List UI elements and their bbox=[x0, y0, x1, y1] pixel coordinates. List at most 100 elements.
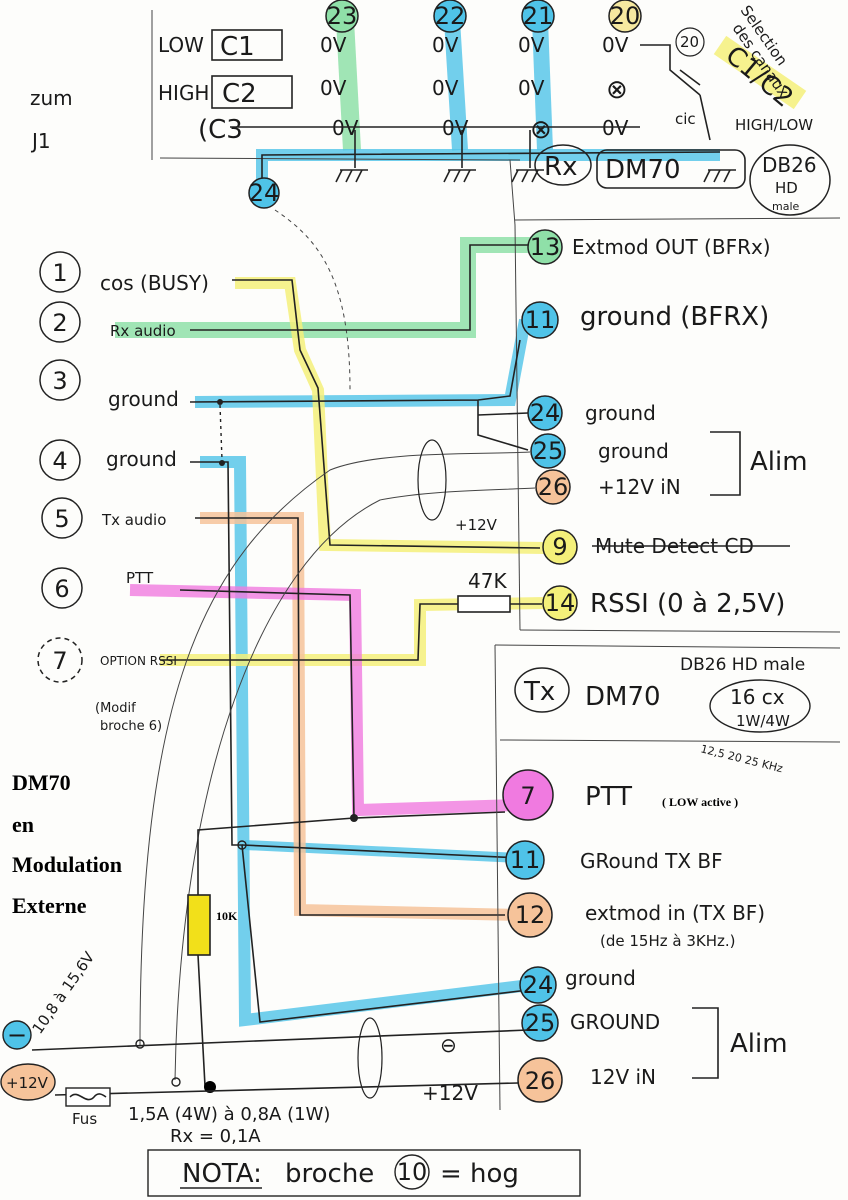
power-minus-terminal: − bbox=[2, 1020, 32, 1050]
pin-20-small: 20 bbox=[675, 27, 705, 57]
junction-tx-ground bbox=[237, 840, 247, 850]
wire-10k bbox=[197, 817, 355, 1087]
j1-pin-3: 3 bbox=[39, 359, 81, 401]
val-r1c4: 0V bbox=[602, 33, 629, 57]
rx-alim-label: Alim bbox=[750, 447, 808, 477]
j1-pin-1-label: cos (BUSY) bbox=[100, 271, 209, 295]
plus-bus-label: +12V bbox=[422, 1081, 478, 1105]
j1-pin-7-label: OPTION RSSI bbox=[100, 654, 177, 668]
row-label-c3: (C3 bbox=[198, 115, 243, 145]
val-r3c3: ⊗ bbox=[530, 115, 552, 145]
rx-alim-bracket bbox=[710, 431, 741, 496]
tx-block-left-edge bbox=[494, 644, 501, 1111]
nota-text-before: broche bbox=[285, 1159, 374, 1189]
j1-pin-3-label: ground bbox=[108, 387, 179, 411]
cic-label: cic bbox=[675, 110, 696, 128]
j1-pin-6-label: PTT bbox=[126, 569, 154, 587]
j1-pin-5-label: Tx audio bbox=[101, 511, 166, 529]
wire-ground3 bbox=[189, 339, 529, 451]
rx-pin-14: 14 bbox=[542, 585, 578, 621]
rx-pin-24-label: ground bbox=[585, 401, 656, 425]
top-pin-22: 22 bbox=[433, 0, 467, 33]
svg-text:10: 10 bbox=[397, 1158, 428, 1186]
svg-text:25: 25 bbox=[533, 437, 564, 465]
j1-pin-4: 4 bbox=[39, 439, 81, 481]
rx-power-twist bbox=[417, 439, 447, 521]
rx-pin-14-label: RSSI (0 à 2,5V) bbox=[590, 589, 785, 619]
top-ground-bus bbox=[261, 151, 721, 180]
val-r2c1: 0V bbox=[320, 76, 347, 100]
val-r3c4: 0V bbox=[602, 116, 629, 140]
svg-text:22: 22 bbox=[435, 2, 466, 30]
wire-ptt bbox=[179, 589, 506, 819]
val-r2c3: 0V bbox=[518, 76, 545, 100]
svg-text:−: − bbox=[7, 1021, 27, 1049]
rx-block-label: Rx bbox=[534, 144, 592, 186]
tx-block-divider bbox=[499, 739, 841, 743]
top-pin-20: 20 bbox=[608, 0, 642, 33]
pink-highlight-ptt bbox=[129, 584, 516, 817]
nota-text-after: = hog bbox=[440, 1159, 519, 1189]
rx-pin-11: 11 bbox=[521, 301, 559, 339]
wire-tx-audio bbox=[195, 517, 505, 916]
junction-ground3 bbox=[217, 399, 223, 405]
wire-rx-power-minus bbox=[139, 451, 531, 1046]
svg-text:1: 1 bbox=[52, 259, 67, 287]
junction-ground4 bbox=[219, 460, 225, 466]
svg-text:7: 7 bbox=[52, 647, 67, 675]
svg-text:5: 5 bbox=[54, 505, 69, 533]
tx-pin-24-label: ground bbox=[565, 966, 636, 990]
box-c1 bbox=[211, 29, 283, 61]
tx-pin-26: 26 bbox=[517, 1057, 563, 1103]
rx-current-label: Rx = 0,1A bbox=[170, 1126, 261, 1147]
svg-text:24: 24 bbox=[530, 399, 561, 427]
val-r2c2: 0V bbox=[432, 76, 459, 100]
resistor-10k bbox=[187, 894, 211, 956]
tx-pin-11-label: GRound TX BF bbox=[580, 849, 723, 873]
yellow-highlight-c1c2 bbox=[713, 35, 807, 110]
svg-text:11: 11 bbox=[525, 306, 556, 334]
svg-text:11: 11 bbox=[510, 846, 541, 874]
row-label-low: LOW bbox=[158, 33, 204, 57]
j1-pin-2-label: Rx audio bbox=[110, 322, 176, 340]
rx-model-frame bbox=[596, 149, 746, 189]
rx-block-bottom-edge bbox=[519, 629, 841, 633]
svg-text:2: 2 bbox=[52, 309, 67, 337]
tx-block-top-edge bbox=[494, 644, 841, 649]
fuse-symbol bbox=[65, 1087, 111, 1107]
power-range: 10,8 à 15,6V bbox=[29, 948, 99, 1037]
tx-pin-24: 24 bbox=[519, 966, 557, 1004]
minus-bus-symbol: ⊖ bbox=[440, 1033, 457, 1057]
svg-text:24: 24 bbox=[249, 179, 280, 207]
svg-text:20: 20 bbox=[610, 2, 641, 30]
tx-model: DM70 bbox=[585, 682, 661, 712]
val-r1c1: 0V bbox=[320, 33, 347, 57]
val-r2c4: ⊗ bbox=[606, 75, 628, 105]
tx-ptt-note: ( LOW active ) bbox=[662, 795, 738, 809]
j1-pin-7-note-2: broche 6) bbox=[100, 719, 162, 734]
side-note-line2: J1 bbox=[30, 129, 51, 153]
svg-text:male: male bbox=[772, 200, 800, 213]
side-note-line1: zum bbox=[30, 86, 73, 110]
header-divider-right bbox=[509, 159, 516, 226]
svg-text:7: 7 bbox=[520, 782, 535, 810]
j1-pin-4-label: ground bbox=[106, 447, 177, 471]
fuse-wave bbox=[69, 1093, 107, 1101]
val-r1c3: 0V bbox=[518, 33, 545, 57]
minus-bus-wire bbox=[31, 1029, 529, 1051]
svg-text:26: 26 bbox=[525, 1067, 556, 1095]
ground-symbol-2 bbox=[443, 169, 476, 183]
rx-pin-26-label: +12V iN bbox=[598, 475, 681, 499]
wire-ground4-dotted bbox=[219, 404, 223, 461]
current-label: 1,5A (4W) à 0,8A (1W) bbox=[128, 1104, 330, 1125]
tx-pin-12-label: extmod in (TX BF) bbox=[585, 901, 765, 925]
svg-text:Tx: Tx bbox=[523, 677, 555, 707]
title-line-4: Externe bbox=[12, 893, 87, 918]
svg-text:26: 26 bbox=[538, 473, 569, 501]
nota-pin-10: 10 bbox=[394, 1154, 430, 1190]
box-c2-label: C2 bbox=[222, 79, 257, 109]
tx-steps: 12,5 20 25 KHz bbox=[699, 742, 784, 775]
box-c1-label: C1 bbox=[220, 32, 255, 62]
